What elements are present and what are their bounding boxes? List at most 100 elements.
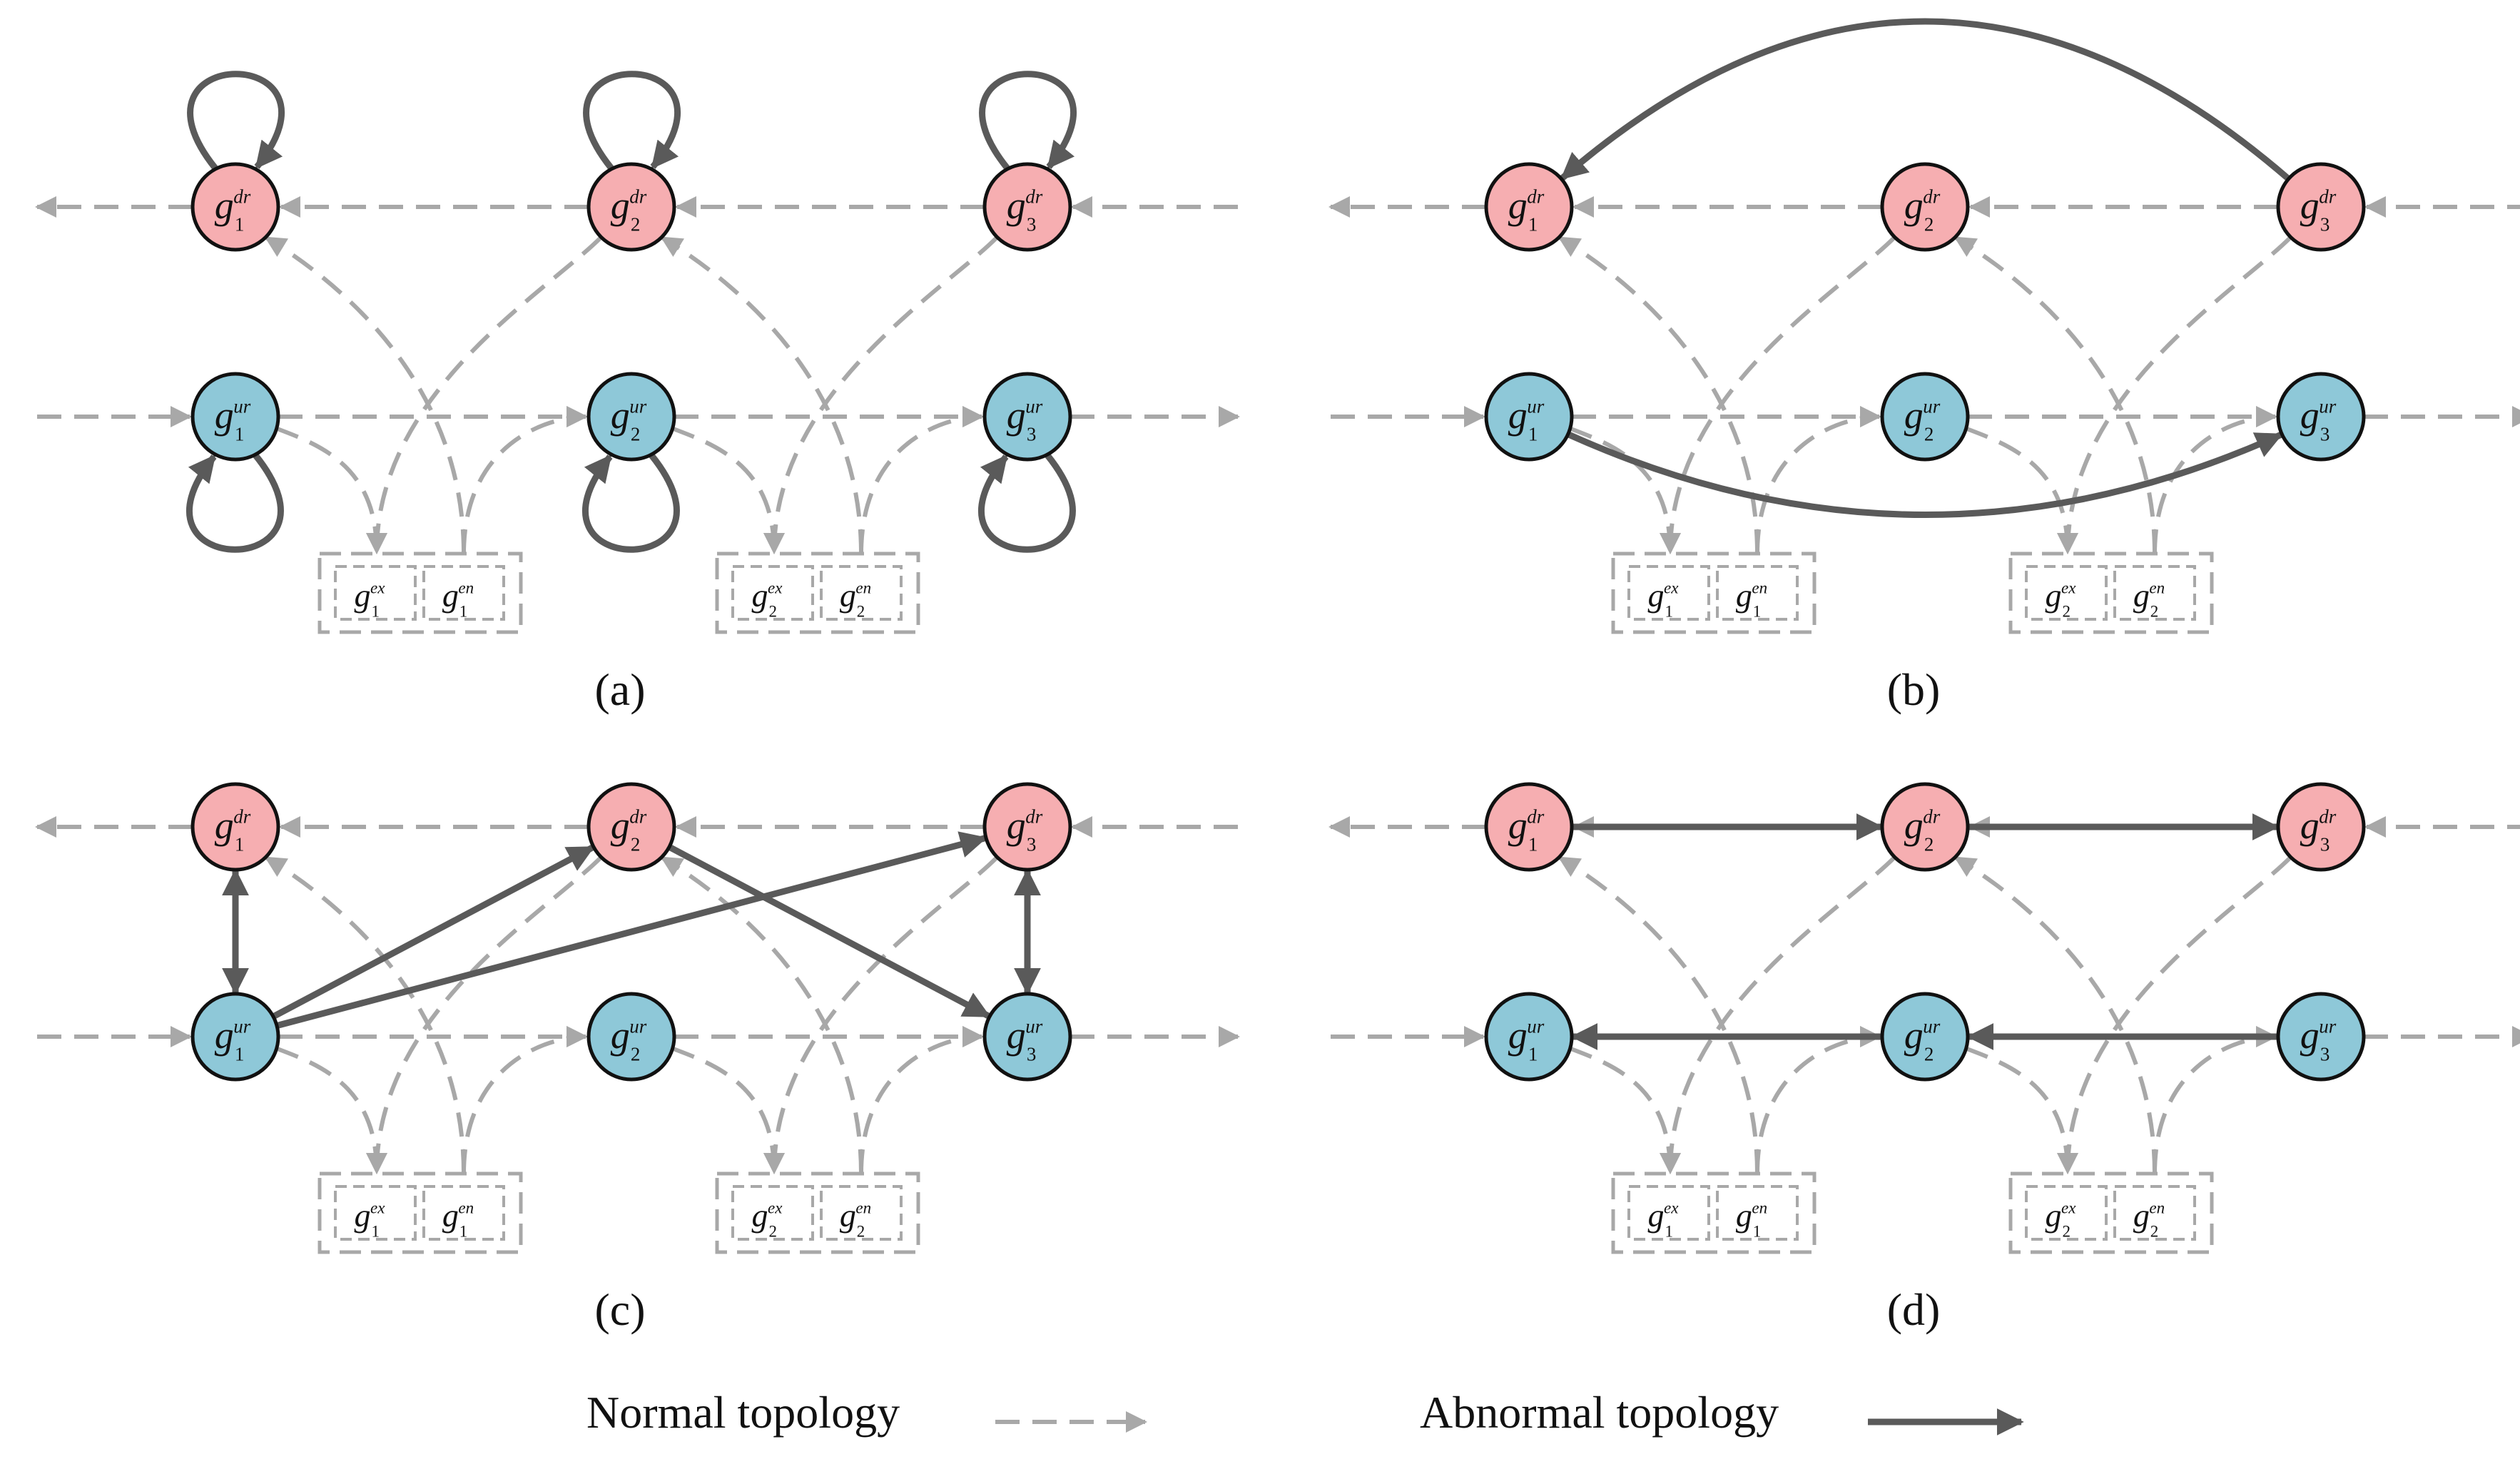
normal-edge-to-ex-2 <box>1963 426 2078 554</box>
abnormal-edge-u1-u3 <box>1566 431 2283 518</box>
normal-edge-to-ex-2 <box>670 426 785 554</box>
normal-edge-en-to-d2 <box>1953 235 2157 554</box>
box-label-ex-2: g2ex <box>2046 577 2077 621</box>
box-label-ex-2: g2ex <box>752 1197 783 1241</box>
abnormal-edge-u3 <box>977 453 1076 553</box>
node-d2: g2dr <box>586 782 676 872</box>
box-en-2 <box>2113 1185 2196 1241</box>
exchange-box-1: g1ex g1en <box>317 551 523 634</box>
node-d3: g3dr <box>2276 782 2366 872</box>
box-en-2 <box>820 1185 903 1241</box>
node-u3: g3ur <box>982 372 1072 462</box>
node-u3: g3ur <box>2276 372 2366 462</box>
normal-edge-d3-to-ex <box>2057 856 2292 1174</box>
box-ex-1 <box>334 565 417 621</box>
node-u1: g1ur <box>190 992 280 1082</box>
normal-edge-to-ex-2 <box>670 1046 785 1174</box>
normal-edge-en-to-d2 <box>660 855 863 1174</box>
node-u3: g3ur <box>982 992 1072 1082</box>
caption-a: (a) <box>594 664 646 715</box>
node-d2: g2dr <box>586 162 676 252</box>
box-label-ex-2: g2ex <box>752 577 783 621</box>
box-en-1 <box>1716 1185 1799 1241</box>
box-ex-2 <box>2025 1185 2108 1241</box>
node-d1: g1dr <box>190 782 280 872</box>
box-ex-1 <box>1627 1185 1710 1241</box>
node-d1: g1dr <box>190 162 280 252</box>
box-label-en-1: g1en <box>442 1197 474 1241</box>
box-en-2 <box>820 565 903 621</box>
box-label-en-1: g1en <box>1736 1197 1767 1241</box>
normal-edge-d3-to-ex <box>763 856 998 1174</box>
box-label-ex-2: g2ex <box>2046 1197 2077 1241</box>
normal-edge-to-ex-1 <box>274 1046 387 1174</box>
normal-edge-en-to-d1 <box>1558 235 1759 554</box>
exchange-box-2: g2ex g2en <box>2008 1171 2214 1254</box>
node-label-d1: g1dr <box>1508 184 1545 235</box>
normal-edge-to-ex-1 <box>274 426 387 554</box>
box-ex-2 <box>731 565 814 621</box>
box-en-1 <box>422 565 505 621</box>
box-label-ex-1: g1ex <box>355 577 386 621</box>
box-ex-2 <box>2025 565 2108 621</box>
normal-edge-en-to-d1 <box>264 235 466 554</box>
box-en-1 <box>1716 565 1799 621</box>
node-label-d2: g2dr <box>1904 804 1941 855</box>
panel-a: g1ex g1en g2ex g2en g1dr g2dr g3dr g1ur g2ur g3ur <box>35 71 1240 634</box>
node-u1: g1ur <box>1484 992 1574 1082</box>
abnormal-edge-u1-d2 <box>271 845 595 1020</box>
node-d1: g1dr <box>1484 162 1574 252</box>
caption-b: (b) <box>1886 664 1941 715</box>
node-label-d1: g1dr <box>215 184 251 235</box>
node-d3: g3dr <box>982 162 1072 252</box>
node-label-d3: g3dr <box>1007 804 1043 855</box>
normal-edge-en-to-u2 <box>462 1026 588 1174</box>
box-label-en-2: g2en <box>840 1197 871 1241</box>
normal-edge-d2-to-ex <box>366 856 602 1174</box>
box-label-en-2: g2en <box>2133 1197 2165 1241</box>
caption-d: (d) <box>1886 1284 1941 1335</box>
normal-edge-to-ex-2 <box>1963 1046 2078 1174</box>
exchange-box-1: g1ex g1en <box>1611 1171 1817 1254</box>
node-d2: g2dr <box>1880 782 1970 872</box>
abnormal-edge-d3 <box>979 71 1077 171</box>
normal-edge-d2-to-ex <box>1660 856 1896 1174</box>
node-d1: g1dr <box>1484 782 1574 872</box>
box-en-2 <box>2113 565 2196 621</box>
normal-edge-en-to-u3 <box>859 406 984 554</box>
box-label-ex-1: g1ex <box>1648 1197 1680 1241</box>
box-label-ex-1: g1ex <box>355 1197 386 1241</box>
node-u1: g1ur <box>1484 372 1574 462</box>
normal-edge-en-to-u2 <box>1755 406 1881 554</box>
legend-abnormal-label: Abnormal topology <box>1420 1387 1779 1438</box>
abnormal-edge-u1-d3 <box>275 831 987 1029</box>
normal-edge-to-ex-1 <box>1568 1046 1681 1174</box>
box-label-en-2: g2en <box>840 577 871 621</box>
normal-edge-d3-to-ex <box>2057 236 2292 554</box>
caption-c: (c) <box>594 1284 646 1335</box>
node-u1: g1ur <box>190 372 280 462</box>
box-label-en-1: g1en <box>442 577 474 621</box>
node-d2: g2dr <box>1880 162 1970 252</box>
normal-edge-en-to-u3 <box>859 1026 984 1174</box>
box-ex-2 <box>731 1185 814 1241</box>
normal-edge-en-to-u3 <box>2153 1026 2277 1174</box>
node-u2: g2ur <box>1880 372 1970 462</box>
box-en-1 <box>422 1185 505 1241</box>
abnormal-edge-d2-u3 <box>667 844 991 1019</box>
normal-edge-en-to-u2 <box>1755 1026 1881 1174</box>
normal-edge-en-to-d2 <box>660 235 863 554</box>
normal-edge-en-to-d2 <box>1953 855 2157 1174</box>
abnormal-edge-u1 <box>186 453 284 553</box>
node-u2: g2ur <box>586 372 676 462</box>
exchange-box-1: g1ex g1en <box>317 1171 523 1254</box>
normal-edge-d3-to-ex <box>763 236 998 554</box>
node-u3: g3ur <box>2276 992 2366 1082</box>
box-ex-1 <box>334 1185 417 1241</box>
